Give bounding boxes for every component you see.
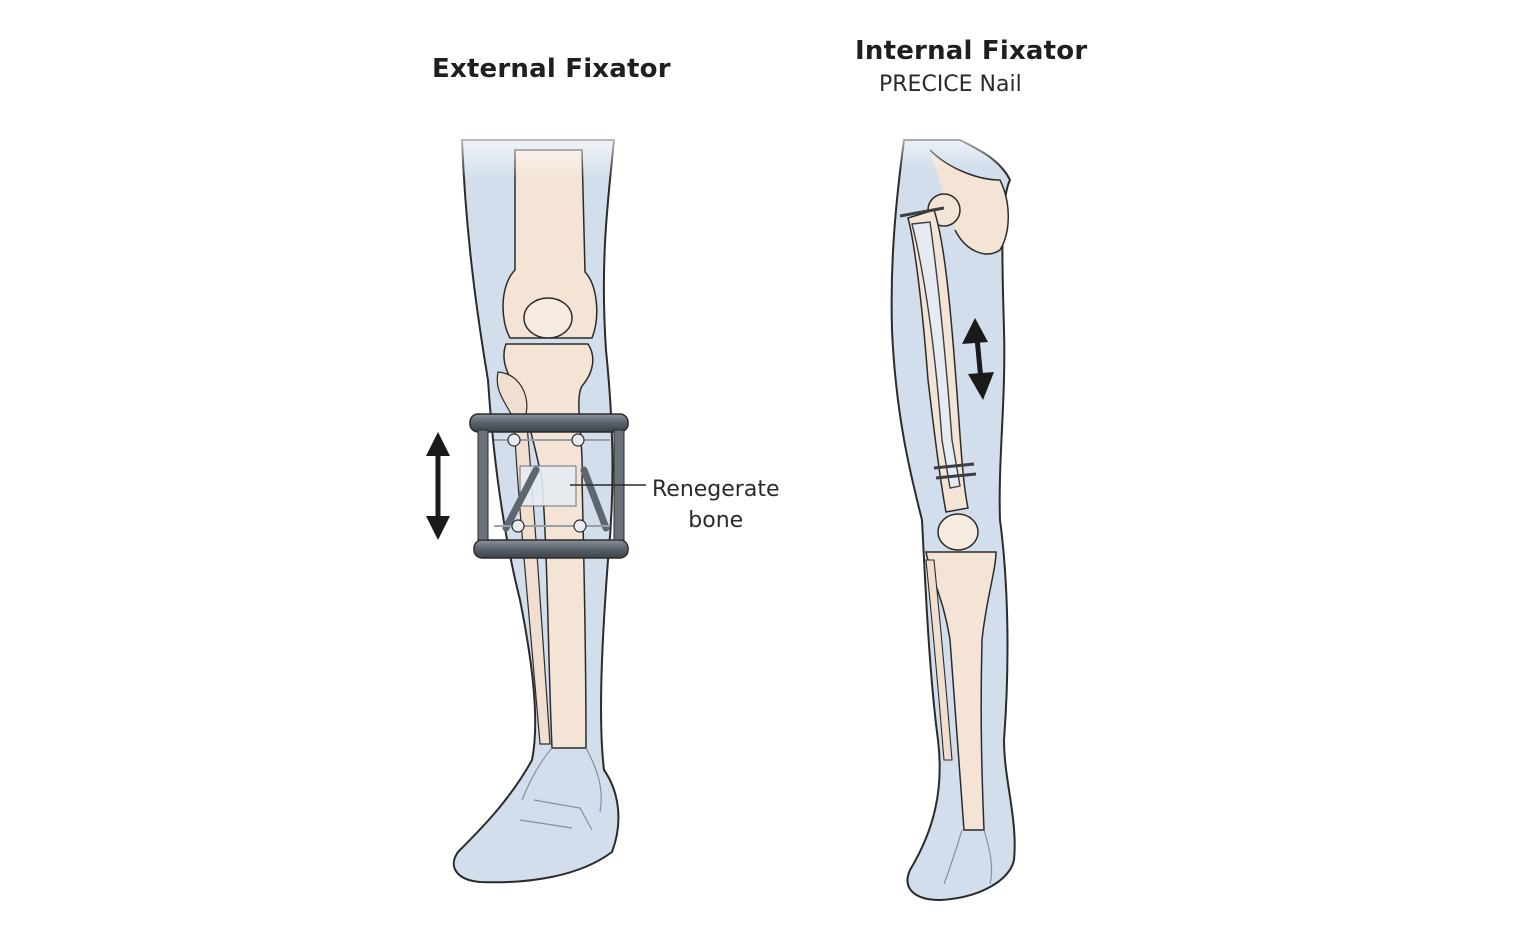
internal-fixator-title: Internal Fixator	[855, 36, 1088, 66]
fixator-clamp-1	[507, 433, 521, 447]
left-patella-bone	[523, 297, 573, 339]
regenerate-bone-label: Renegerate bone	[652, 474, 780, 536]
external-fixator-title: External Fixator	[432, 54, 671, 84]
right-patella-bone	[937, 513, 979, 551]
right-leg	[880, 120, 1030, 902]
left-femur-bone	[502, 149, 598, 339]
precice-nail-subtitle: PRECICE Nail	[879, 72, 1022, 97]
nail-screw-bottom-2	[935, 472, 977, 480]
right-lengthening-arrow-icon	[962, 318, 994, 400]
fixator-rod-diagonal-1	[502, 466, 540, 532]
right-top-fade	[880, 120, 1030, 170]
callout-line-1: Renegerate	[652, 477, 780, 502]
left-top-fade	[440, 120, 640, 180]
fixator-rod-diagonal-2	[580, 466, 610, 532]
right-fibula-bone	[925, 559, 953, 761]
nail-screw-top	[899, 206, 945, 218]
nail-screw-bottom-1	[933, 462, 975, 470]
left-foot-bones	[519, 747, 602, 831]
fixator-ring-top	[469, 413, 629, 433]
fixator-clamp-3	[511, 519, 525, 533]
callout-line-2: bone	[688, 508, 744, 533]
fixator-strut-left	[477, 429, 489, 541]
left-leg	[426, 120, 646, 884]
fixator-clamp-4	[573, 519, 587, 533]
right-pelvis-bone	[929, 149, 1009, 255]
precice-nail	[911, 221, 961, 489]
fixator-ring-bottom	[473, 539, 629, 559]
fixator-clamp-2	[571, 433, 585, 447]
right-foot-bones	[943, 829, 993, 885]
left-lengthening-arrow-icon	[426, 432, 450, 540]
